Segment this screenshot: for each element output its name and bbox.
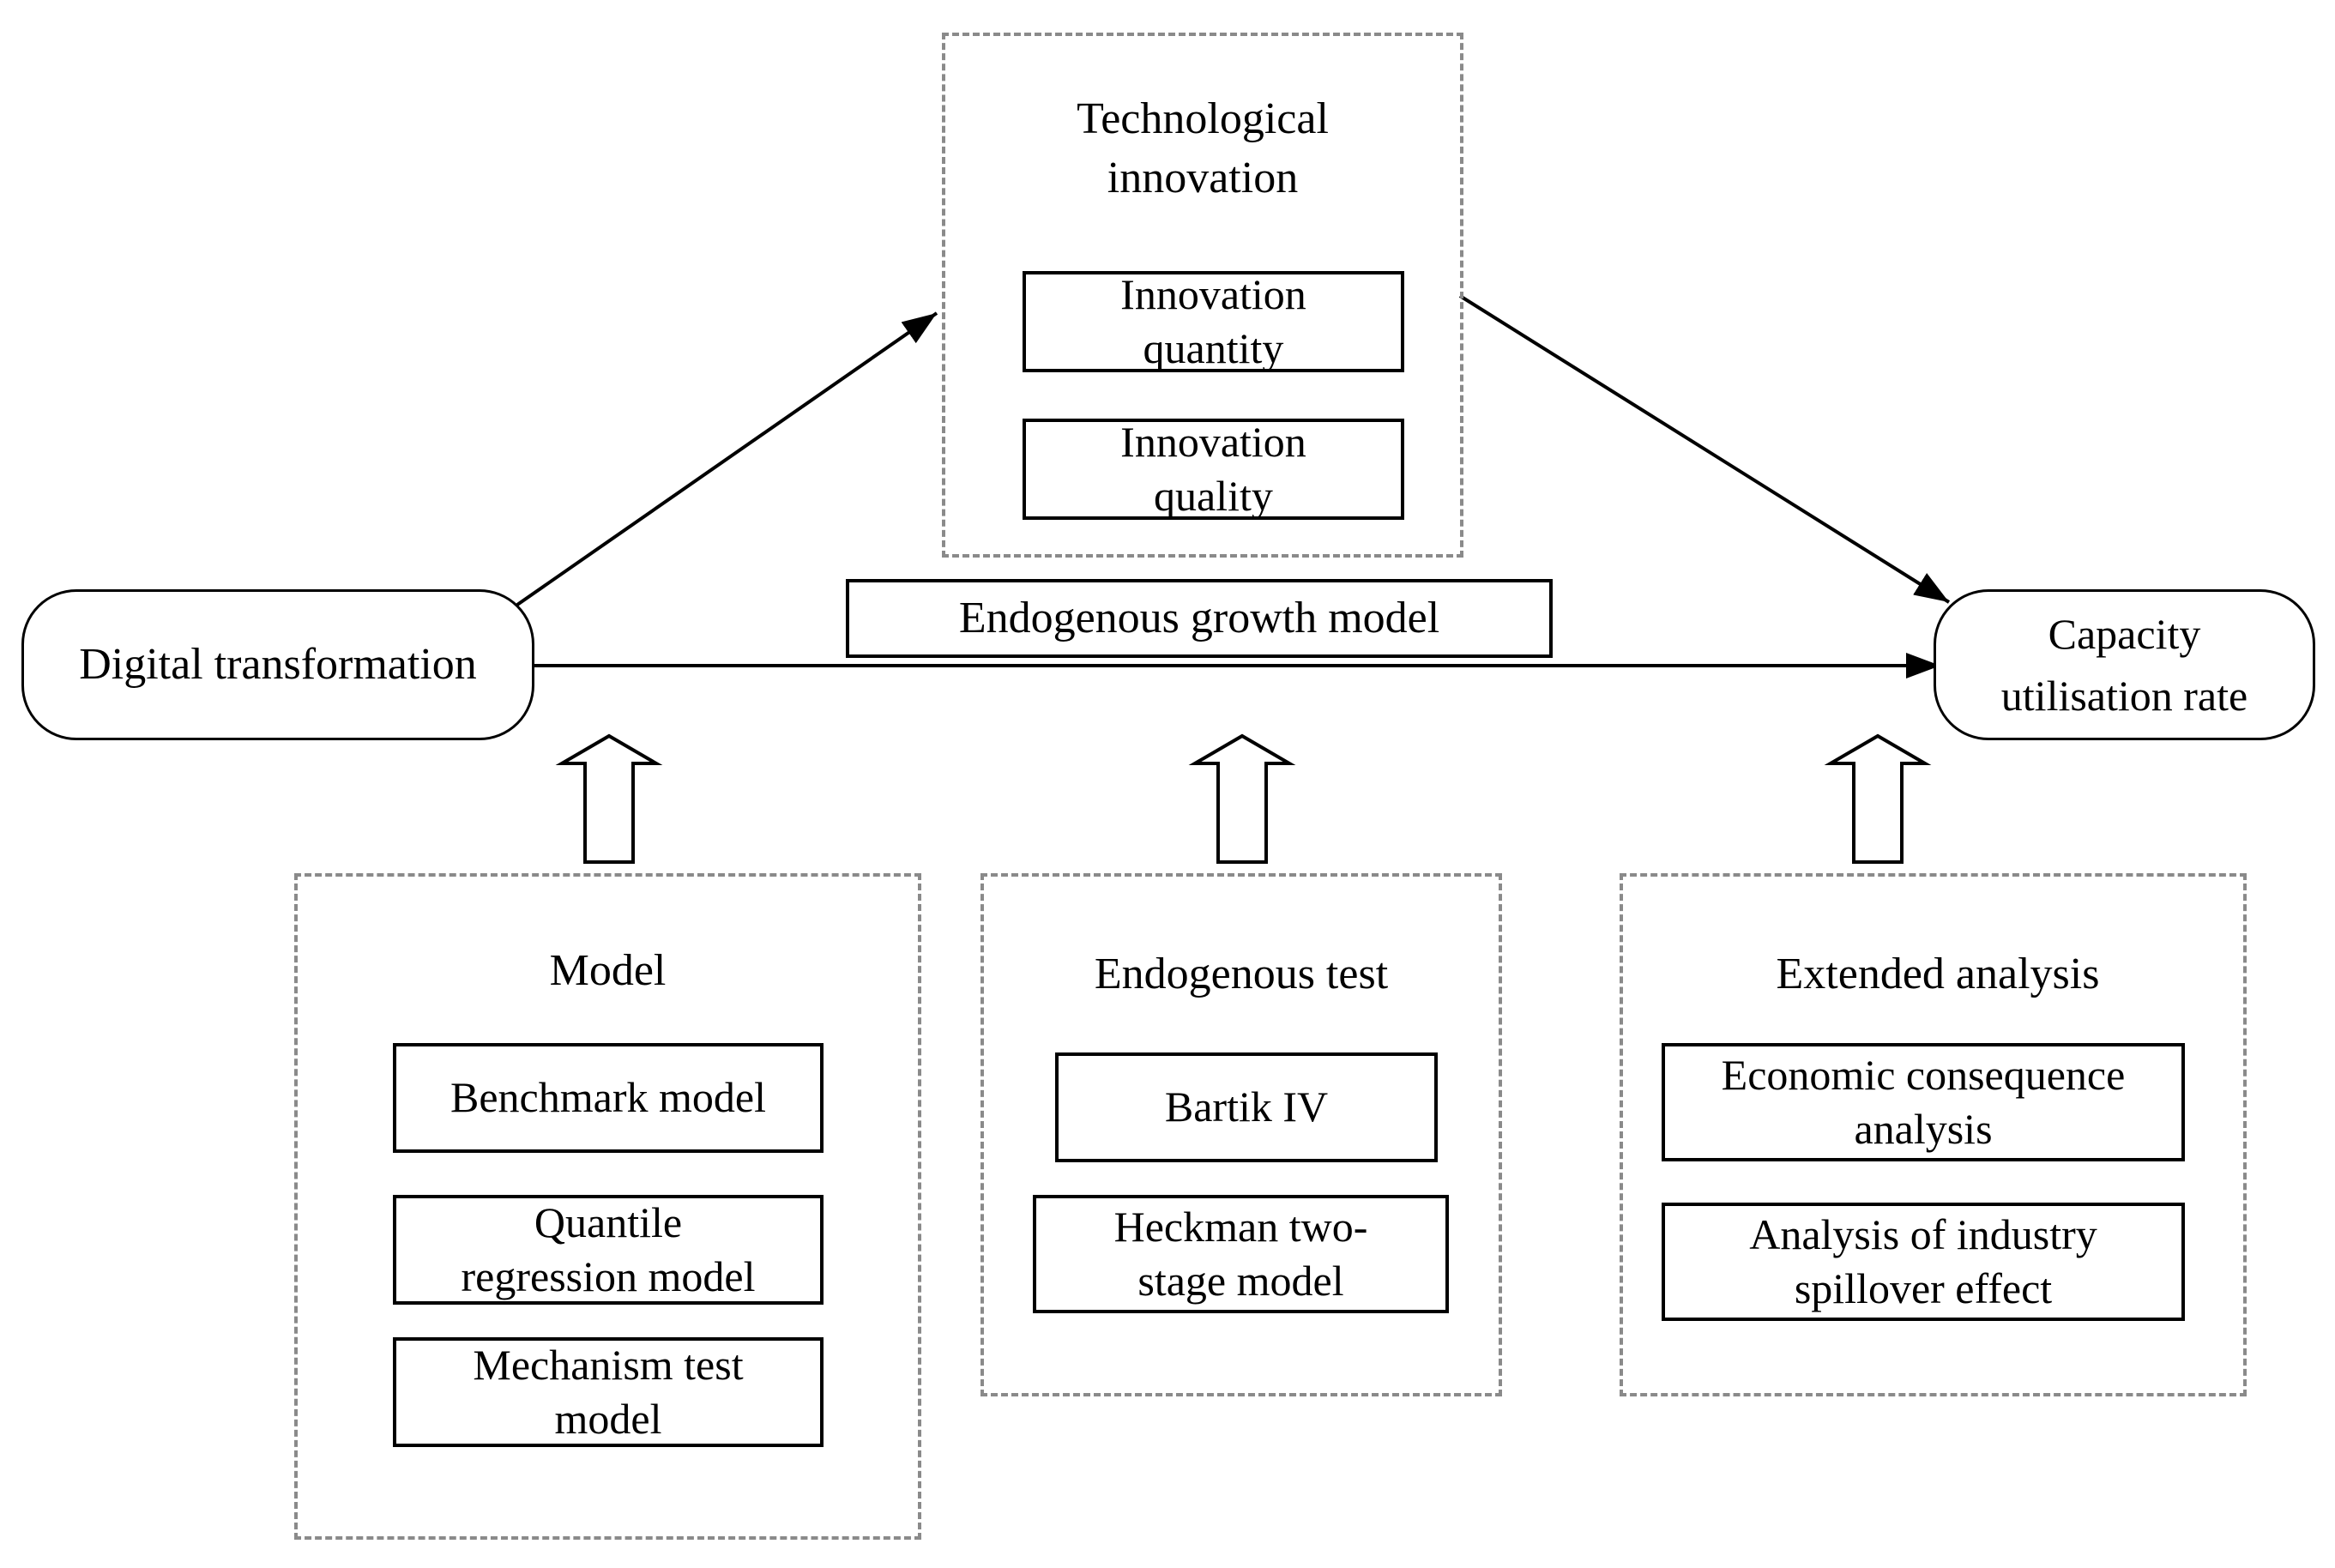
quantile-regression-model-box: Quantile regression model xyxy=(393,1195,824,1305)
up-arrow-extended-analysis xyxy=(1824,733,1932,864)
innovation-quantity-box: Innovation quantity xyxy=(1023,270,1404,372)
bartik-iv-box: Bartik IV xyxy=(1055,1052,1438,1162)
heckman-two-stage-model-box: Heckman two- stage model xyxy=(1033,1195,1449,1313)
technological-innovation-title: Technological innovation xyxy=(1077,94,1329,202)
endogenous-test-title: Endogenous test xyxy=(1094,950,1389,998)
endogenous-growth-model-box: Endogenous growth model xyxy=(846,579,1553,658)
benchmark-model-box: Benchmark model xyxy=(393,1043,824,1153)
digital-transformation-node: Digital transformation xyxy=(21,589,534,740)
endogenous-test-group xyxy=(980,873,1502,1396)
model-group xyxy=(294,873,921,1540)
extended-analysis-group xyxy=(1620,873,2247,1396)
model-group-title: Model xyxy=(549,946,667,995)
innovation-quality-box: Innovation quality xyxy=(1023,418,1404,520)
extended-analysis-title: Extended analysis xyxy=(1776,950,2100,998)
technological-innovation-group xyxy=(942,33,1463,558)
up-arrow-model xyxy=(555,733,663,864)
industry-spillover-effect-box: Analysis of industry spillover effect xyxy=(1662,1203,2185,1321)
mechanism-test-model-box: Mechanism test model xyxy=(393,1337,824,1447)
arrow-innovation-to-capacity xyxy=(1458,294,1951,604)
capacity-utilisation-node: Capacity utilisation rate xyxy=(1934,589,2315,740)
arrow-digital-to-innovation xyxy=(516,311,938,606)
up-arrow-endogenous-test xyxy=(1188,733,1296,864)
economic-consequence-analysis-box: Economic consequence analysis xyxy=(1662,1043,2185,1161)
